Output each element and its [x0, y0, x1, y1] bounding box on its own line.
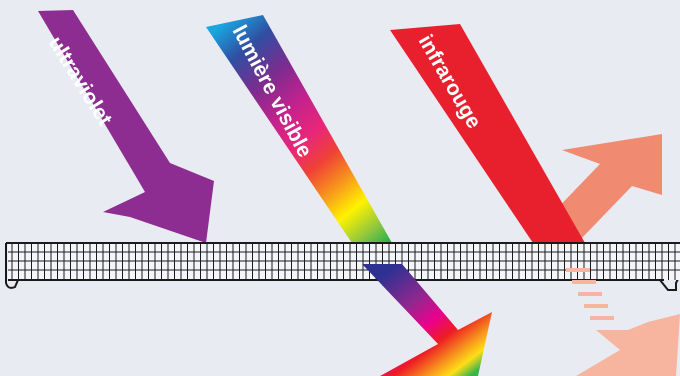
infrared-arrow	[390, 24, 585, 243]
